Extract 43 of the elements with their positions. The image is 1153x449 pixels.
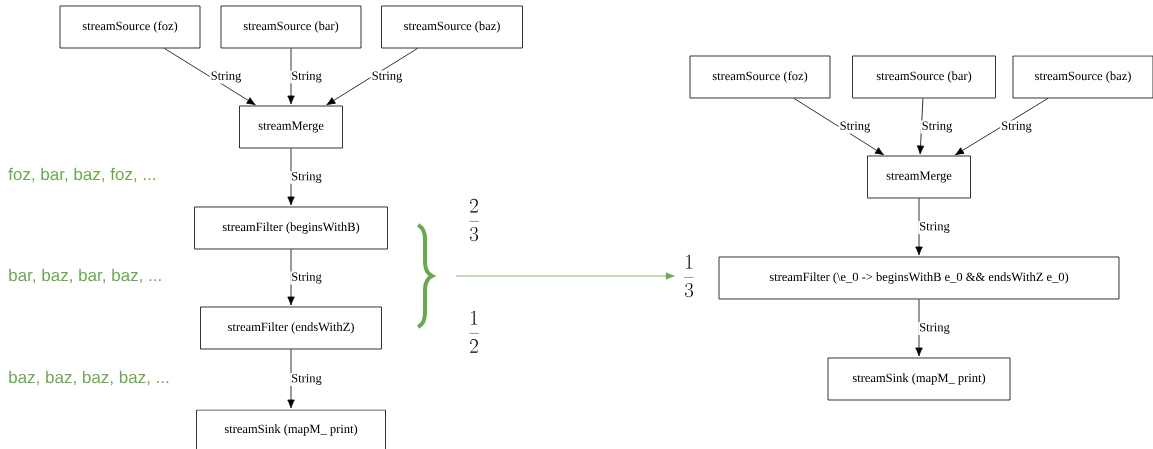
process-box: streamSource (baz) xyxy=(381,5,523,49)
edge-label: String xyxy=(292,71,322,83)
curly-brace xyxy=(416,223,434,329)
sequence-note: foz, bar, baz, foz, ... xyxy=(8,167,155,183)
process-box: streamSink (mapM_ print) xyxy=(827,357,1011,401)
fraction: $\frac{1}{3}$ xyxy=(684,254,694,298)
arrow xyxy=(955,98,1049,156)
process-box: streamFilter (\e_0 -> beginsWithB e_0 && endsWithZ e_0) xyxy=(718,256,1120,300)
fraction: $\frac{1}{2}$ xyxy=(469,310,479,353)
edge-label: String xyxy=(292,272,322,284)
arrow xyxy=(915,299,923,357)
arrow xyxy=(287,249,295,306)
arrow xyxy=(793,98,885,156)
process-box: streamFilter (endsWithZ) xyxy=(200,306,382,350)
process-box: streamSource (bar) xyxy=(220,5,362,49)
arrow xyxy=(915,198,923,256)
edge-label: String xyxy=(920,323,950,334)
process-box: streamSource (foz) xyxy=(689,55,831,99)
edge-label: String xyxy=(211,71,242,83)
process-box: streamSource (bar) xyxy=(852,55,996,99)
edge-label: String xyxy=(372,71,403,83)
process-box: streamFilter (beginsWithB) xyxy=(194,206,388,250)
process-box: streamSink (mapM_ print) xyxy=(196,409,386,449)
process-box: streamSource (baz) xyxy=(1012,55,1153,99)
process-box: streamSource (foz) xyxy=(59,5,201,49)
process-box: streamMerge xyxy=(867,155,971,199)
fraction: $\frac{2}{3}$ xyxy=(469,198,479,242)
process-box: streamMerge xyxy=(239,105,343,149)
edge-label: String xyxy=(920,222,950,233)
arrow xyxy=(287,349,295,409)
arrow xyxy=(164,48,256,106)
arrow xyxy=(326,48,418,106)
arrow xyxy=(455,272,675,280)
edge-label: String xyxy=(292,374,322,385)
edge-label: String xyxy=(922,121,952,133)
sequence-note: baz, baz, baz, baz, ... xyxy=(9,370,169,386)
arrow xyxy=(287,48,295,105)
arrow xyxy=(287,148,295,206)
sequence-note: bar, baz, bar, baz, ... xyxy=(9,268,161,284)
edge-label: String xyxy=(1002,121,1032,133)
edge-label: String xyxy=(840,121,870,133)
edge-label: String xyxy=(292,172,322,183)
arrow xyxy=(916,98,925,155)
